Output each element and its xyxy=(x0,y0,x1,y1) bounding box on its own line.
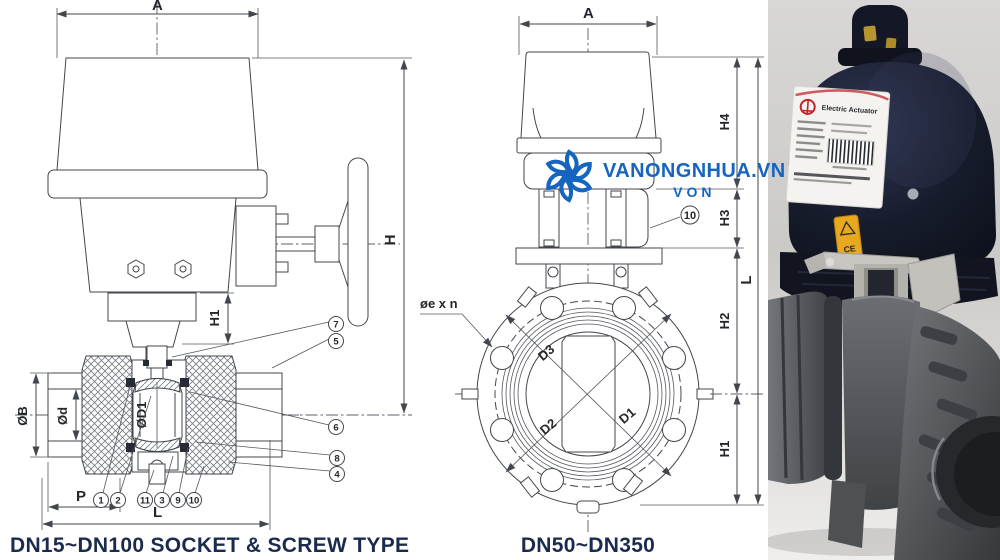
callout-circle-4: 4 xyxy=(329,466,345,482)
svg-text:5: 5 xyxy=(333,337,339,348)
bolt-circle xyxy=(494,300,682,488)
drain-plug xyxy=(148,459,166,485)
left-drawing-title: DN15~DN100 SOCKET & SCREW TYPE xyxy=(10,534,409,557)
svg-text:7: 7 xyxy=(333,320,338,331)
svg-text:9: 9 xyxy=(175,496,180,507)
right-union-nut xyxy=(181,355,237,475)
dimension-h1: H1 xyxy=(182,292,234,345)
handwheel-gearbox xyxy=(235,205,277,287)
dim-l-label: L xyxy=(153,504,162,521)
callout-circle-11: 11 xyxy=(137,492,153,508)
actuator-bolt xyxy=(174,259,192,279)
bolt-hole-note: øe x n xyxy=(420,296,493,348)
dim-ob-label: ØB xyxy=(15,406,30,426)
spec-label: Electric Actuator xyxy=(785,85,891,209)
left-union-nut xyxy=(81,355,135,475)
svg-text:4: 4 xyxy=(334,470,340,481)
flange-plate xyxy=(515,247,663,289)
svg-text:6: 6 xyxy=(333,423,338,434)
label-title: Electric Actuator xyxy=(821,105,877,116)
handwheel xyxy=(276,157,369,327)
housing-bolt xyxy=(907,188,919,200)
svg-text:10: 10 xyxy=(189,496,200,507)
dim-h4-label: H4 xyxy=(717,113,732,130)
butterfly-valve-body: D3 D2 D1 xyxy=(461,282,714,514)
callout-circle-5: 5 xyxy=(328,333,344,349)
dimension-od: Ød xyxy=(55,389,80,441)
callout-circle-2: 2 xyxy=(110,492,126,508)
dim-h-label: H xyxy=(382,235,399,246)
dimension-ob: ØB xyxy=(15,372,52,458)
dimension-l: L xyxy=(41,440,271,530)
bracket-yoke xyxy=(538,188,649,248)
middle-technical-drawing: A 10 xyxy=(420,5,764,557)
dim-h1-label: H1 xyxy=(207,310,222,327)
warning-triangle-icon xyxy=(839,220,856,236)
dim-p-label: P xyxy=(76,488,86,505)
callout-circle-9: 9 xyxy=(170,492,186,508)
right-socket-end xyxy=(235,372,283,458)
label-spec-lines xyxy=(795,120,872,160)
callout-circle-1: 1 xyxy=(93,492,109,508)
valve-foot xyxy=(828,480,866,548)
flange-tabs xyxy=(461,286,714,514)
dim-h1-label: H1 xyxy=(717,441,732,458)
dimension-h: H xyxy=(252,57,412,414)
actuator-outline xyxy=(516,51,662,190)
dim-h2-label: H2 xyxy=(717,313,732,330)
conduit-ring xyxy=(838,48,922,66)
barcode xyxy=(826,137,875,167)
actuator-outline xyxy=(47,57,289,293)
dimension-od1: ØD1 xyxy=(134,382,158,448)
callout-circle-10: 10 xyxy=(649,205,700,229)
seat-seals xyxy=(126,378,189,452)
butterfly-disc xyxy=(561,335,616,453)
svg-text:10: 10 xyxy=(684,210,696,222)
middle-drawing-title: DN50~DN350 xyxy=(521,534,655,557)
callout-circle-7: 7 xyxy=(328,316,344,332)
callout-circle-8: 8 xyxy=(329,450,345,466)
svg-text:8: 8 xyxy=(334,454,339,465)
svg-text:1: 1 xyxy=(98,496,104,507)
svg-text:øe x n: øe x n xyxy=(420,296,458,311)
svg-text:2: 2 xyxy=(115,496,120,507)
callout-circle-10: 10 xyxy=(186,492,202,508)
left-technical-drawing: A xyxy=(10,0,412,557)
dimension-a: A xyxy=(518,5,658,55)
product-photo: Electric Actuator CE xyxy=(763,0,1000,560)
dim-h3-label: H3 xyxy=(717,210,732,227)
pvc-ball-valve xyxy=(768,291,1000,560)
svg-text:11: 11 xyxy=(140,496,151,507)
svg-text:3: 3 xyxy=(159,496,164,507)
callout-circle-6: 6 xyxy=(328,419,344,435)
callout-circle-3: 3 xyxy=(154,492,170,508)
dimension-a: A xyxy=(56,0,259,58)
callout-leaders xyxy=(102,321,331,494)
label-footer-line xyxy=(793,172,870,181)
dim-a-label: A xyxy=(583,5,594,22)
dim-od1-label: ØD1 xyxy=(134,402,149,429)
ce-mark: CE xyxy=(843,243,856,254)
product-photo-render: Electric Actuator CE xyxy=(763,0,1000,560)
dim-od-label: Ød xyxy=(55,407,70,425)
dimension-stack: H4 H3 H2 H1 L xyxy=(640,56,764,506)
valve-ball xyxy=(132,378,183,452)
dim-l-label: L xyxy=(738,275,755,284)
dim-a-label: A xyxy=(152,0,163,14)
actuator-bolt xyxy=(127,259,145,279)
